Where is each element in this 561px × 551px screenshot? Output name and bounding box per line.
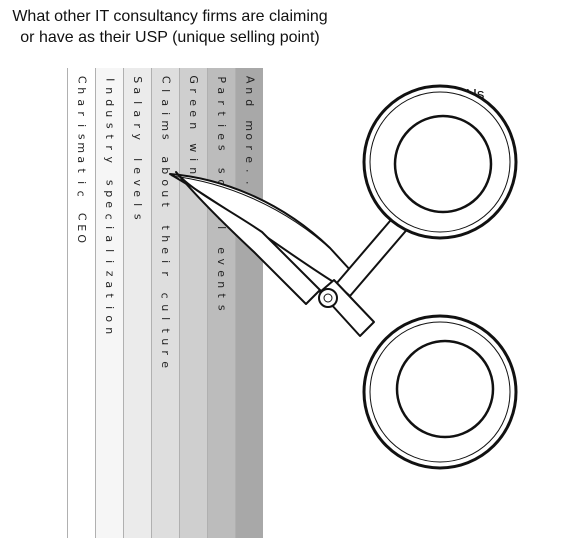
scissors-upper-ring bbox=[362, 84, 518, 240]
title-line-2: or have as their USP (unique selling poi… bbox=[20, 29, 320, 46]
title-line-1: What other IT consultancy firms are clai… bbox=[12, 8, 328, 25]
diagram-title: What other IT consultancy firms are clai… bbox=[0, 6, 340, 48]
scissors-pivot bbox=[318, 288, 338, 308]
scissors-lower-blade bbox=[175, 171, 321, 305]
